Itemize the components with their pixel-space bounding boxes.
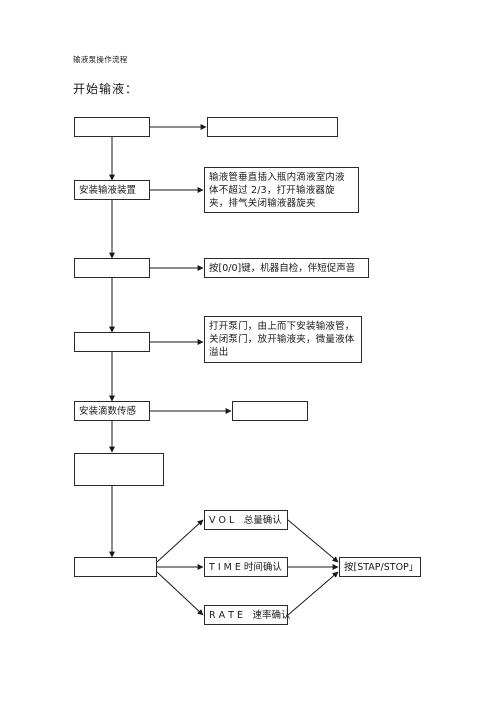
flow-box-rate: R A T E 速率确认 xyxy=(204,605,290,625)
flow-box-set-params xyxy=(74,557,157,577)
arrow-vol-to-start xyxy=(287,519,339,563)
document-title: 输液泵操作流程 xyxy=(73,55,128,64)
flow-box-time: T I M E 时间确认 xyxy=(204,557,288,577)
flow-box-pump xyxy=(74,332,150,352)
arrow-params-to-vol xyxy=(156,519,204,563)
flow-note-power: 按[0/0]键，机器自检，伴短促声音 xyxy=(204,258,369,278)
flow-box-start-stop: 按[STAP/STOP」 xyxy=(339,557,421,577)
flow-box-drip-sensor: 安装滴数传感 xyxy=(74,401,150,421)
flow-box-vol: V O L 总量确认 xyxy=(204,510,288,530)
flow-box-power xyxy=(74,258,150,278)
flow-box-start xyxy=(74,117,150,137)
flow-note-install-set: 输液管垂直插入瓶内滴液室内液体不超过 2/3，打开输液器旋夹，排气关闭输液器旋夹 xyxy=(204,167,359,213)
flow-box-blank xyxy=(74,453,164,486)
flow-box-install-set: 安装输液装置 xyxy=(74,180,150,200)
arrow-params-to-rate xyxy=(156,571,204,616)
arrow-rate-to-start xyxy=(287,571,339,616)
flow-box-drip-sensor-result xyxy=(232,401,308,421)
section-heading: 开始输液： xyxy=(73,82,139,96)
flow-note-pump: 打开泵门，由上而下安装输液管，关闭泵门，放开输液夹，微量液体溢出 xyxy=(204,316,362,363)
flow-box-start-result xyxy=(207,117,338,137)
